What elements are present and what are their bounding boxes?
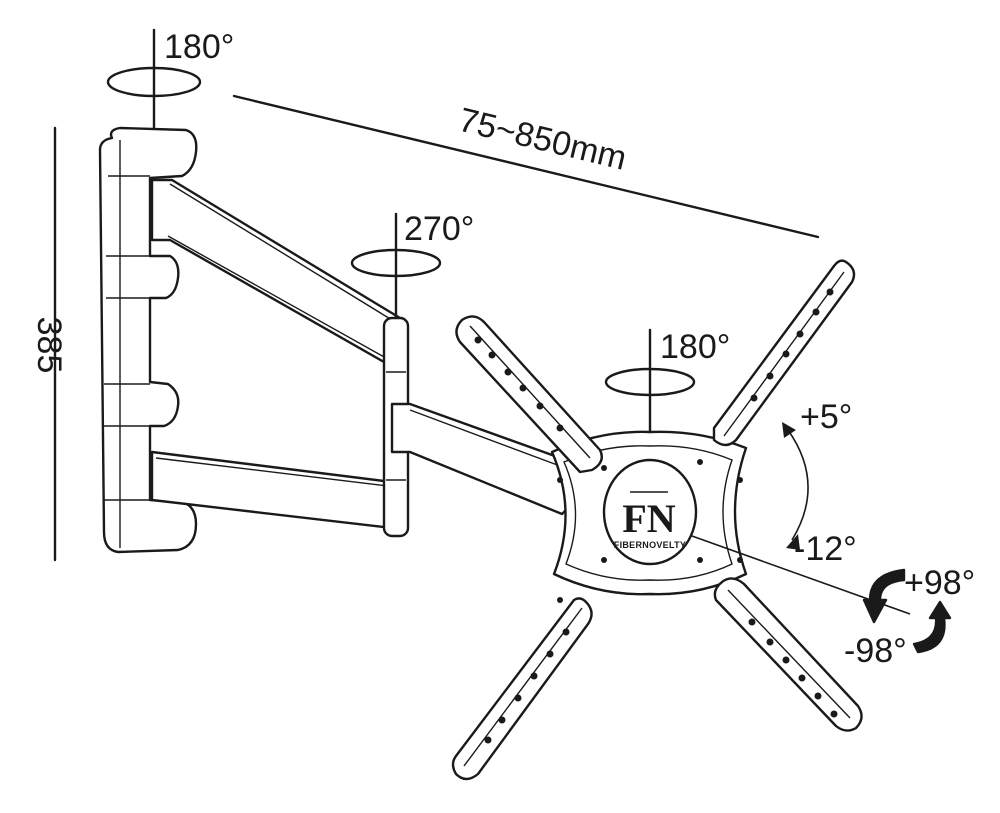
tilt-down-label: -12° xyxy=(794,530,857,568)
extension-dimension: 75~850mm xyxy=(232,94,820,239)
arm-swivel-label: 270° xyxy=(404,210,474,248)
rotation-indicator: +98° -98° xyxy=(691,535,975,670)
tilt-up-label: +5° xyxy=(800,398,852,436)
extension-label: 75~850mm xyxy=(455,101,630,178)
height-label: 385 xyxy=(30,317,68,374)
arm-swivel-indicator: 270° xyxy=(350,210,474,320)
logo-brand: FIBERNOVELTY xyxy=(614,540,686,550)
head-swivel-indicator: 180° xyxy=(604,328,730,434)
height-dimension: 385 xyxy=(30,126,68,562)
rotate-pos-label: +98° xyxy=(904,564,975,602)
mounting-holes xyxy=(474,288,838,744)
tilt-indicator: +5° -12° xyxy=(782,398,857,568)
rotate-neg-label: -98° xyxy=(844,632,907,670)
wall-swivel-label: 180° xyxy=(164,28,234,66)
wall-plate xyxy=(98,126,198,554)
vesa-plate: FN FIBERNOVELTY xyxy=(451,259,863,781)
head-swivel-label: 180° xyxy=(660,328,730,366)
wall-swivel-indicator: 180° xyxy=(106,28,234,134)
brand-logo: FN FIBERNOVELTY xyxy=(602,458,698,566)
logo-monogram: FN xyxy=(622,496,675,541)
